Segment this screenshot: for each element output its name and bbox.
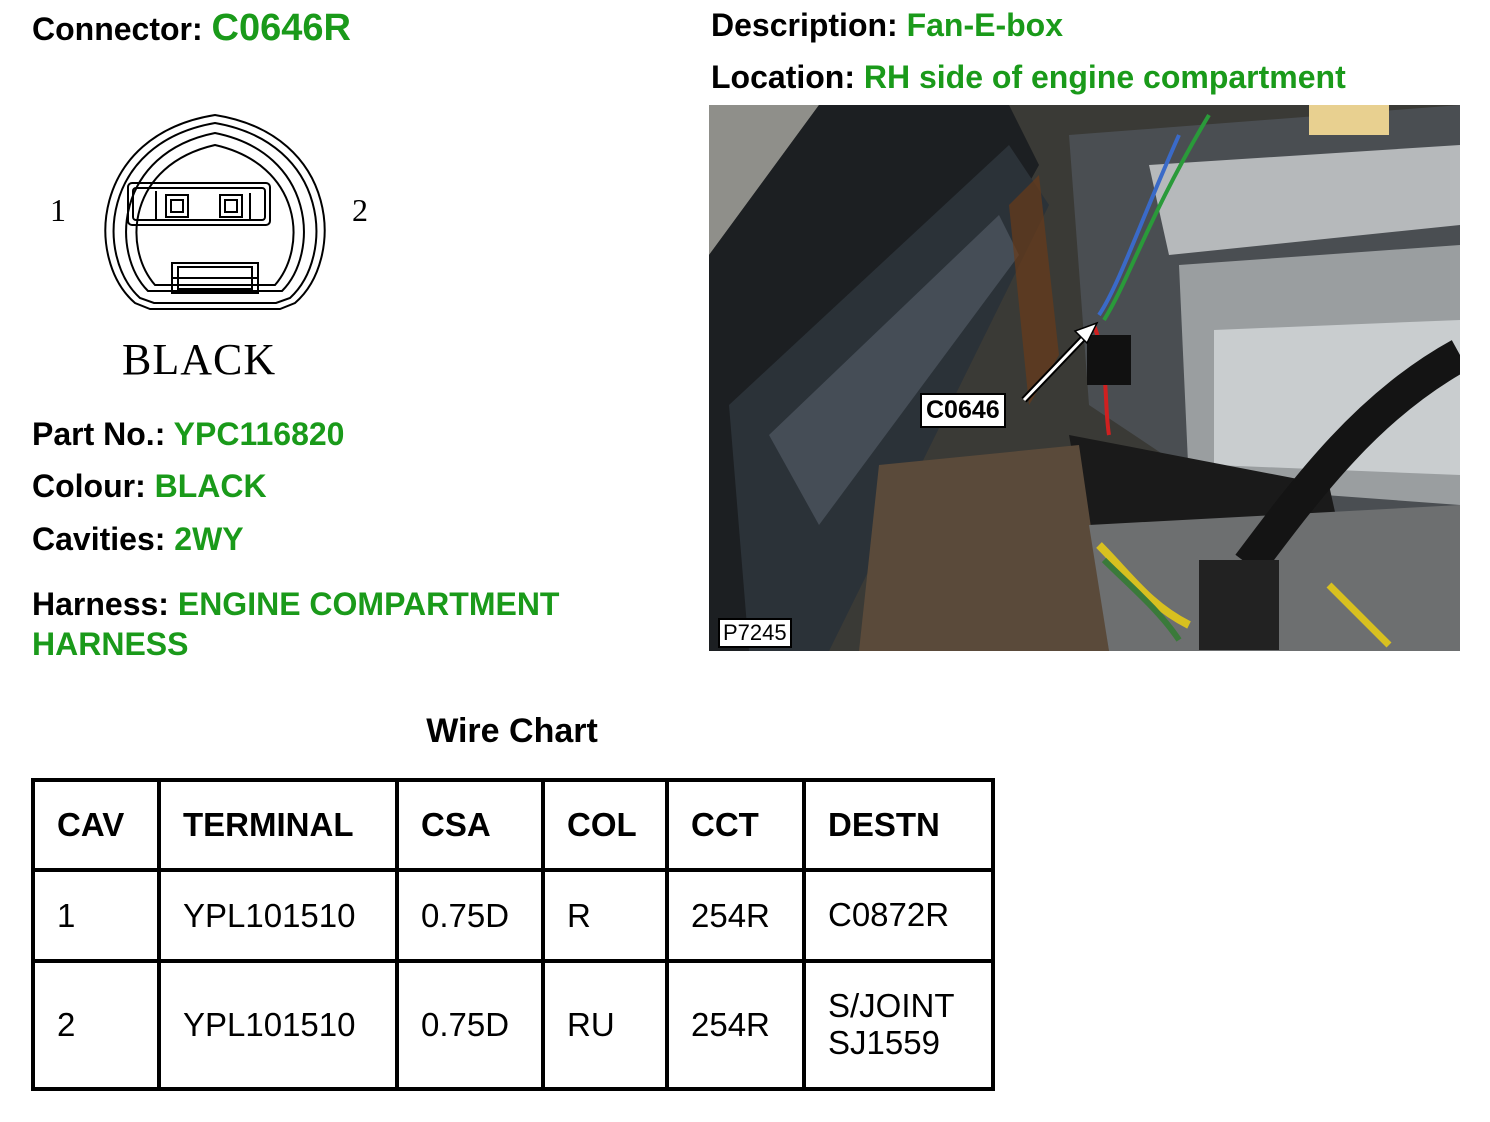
connector-value: C0646R xyxy=(211,7,351,49)
location-line: Location: RH side of engine compartment xyxy=(711,58,1346,96)
cell-cct: 254R xyxy=(665,868,806,963)
location-label: Location: xyxy=(711,59,855,95)
harness-block: Harness: ENGINE COMPARTMENT HARNESS xyxy=(32,584,652,664)
harness-label: Harness: xyxy=(32,586,169,622)
location-value: RH side of engine compartment xyxy=(863,59,1346,95)
header-cct: CCT xyxy=(665,778,806,872)
harness-value-line1: ENGINE COMPARTMENT xyxy=(177,586,560,622)
pin-1-label: 1 xyxy=(50,192,66,228)
part-no-line: Part No.: YPC116820 xyxy=(32,415,344,453)
cell-cav: 2 xyxy=(31,959,161,1091)
description-value: Fan-E-box xyxy=(906,7,1064,43)
part-no-label: Part No.: xyxy=(32,416,166,452)
destn-line1: S/JOINT xyxy=(828,987,955,1025)
cell-destn: S/JOINT SJ1559 xyxy=(802,959,995,1091)
cell-terminal: YPL101510 xyxy=(157,959,399,1091)
header-col: COL xyxy=(541,778,669,872)
cavities-line: Cavities: 2WY xyxy=(32,520,244,558)
connector-colour-text: BLACK xyxy=(122,335,277,384)
colour-label: Colour: xyxy=(32,468,146,504)
harness-value-line2: HARNESS xyxy=(32,626,189,662)
header-csa: CSA xyxy=(395,778,545,872)
connector-face-diagram xyxy=(104,113,326,310)
wire-chart-table: CAV TERMINAL CSA COL CCT DESTN 1 YPL1015… xyxy=(31,778,995,1091)
wire-chart-title: Wire Chart xyxy=(426,712,598,750)
cavities-value: 2WY xyxy=(174,521,244,557)
table-row: 2 YPL101510 0.75D RU 254R S/JOINT SJ1559 xyxy=(31,959,995,1091)
part-no-value: YPC116820 xyxy=(173,416,345,452)
table-header-row: CAV TERMINAL CSA COL CCT DESTN xyxy=(31,778,995,872)
colour-line: Colour: BLACK xyxy=(32,467,267,505)
cell-col: R xyxy=(541,868,669,963)
cell-cct: 254R xyxy=(665,959,806,1091)
cell-csa: 0.75D xyxy=(395,868,545,963)
destn-line2: SJ1559 xyxy=(828,1024,940,1061)
cell-terminal: YPL101510 xyxy=(157,868,399,963)
pin-2-label: 2 xyxy=(352,192,368,228)
description-line: Description: Fan-E-box xyxy=(711,6,1063,44)
connector-line: Connector: C0646R xyxy=(32,6,351,52)
photo-callout-label: C0646 xyxy=(920,393,1006,428)
header-cav: CAV xyxy=(31,778,161,872)
cell-destn: C0872R xyxy=(802,868,995,963)
cell-cav: 1 xyxy=(31,868,161,963)
header-terminal: TERMINAL xyxy=(157,778,399,872)
table-row: 1 YPL101510 0.75D R 254R C0872R xyxy=(31,868,995,963)
destn-line1: C0872R xyxy=(828,896,950,934)
description-label: Description: xyxy=(711,7,898,43)
photo-reference-label: P7245 xyxy=(718,618,792,648)
cell-col: RU xyxy=(541,959,669,1091)
connector-label: Connector: xyxy=(32,11,203,47)
colour-value: BLACK xyxy=(154,468,267,504)
cavities-label: Cavities: xyxy=(32,521,166,557)
location-photo xyxy=(709,105,1460,651)
cell-csa: 0.75D xyxy=(395,959,545,1091)
header-destn: DESTN xyxy=(802,778,995,872)
